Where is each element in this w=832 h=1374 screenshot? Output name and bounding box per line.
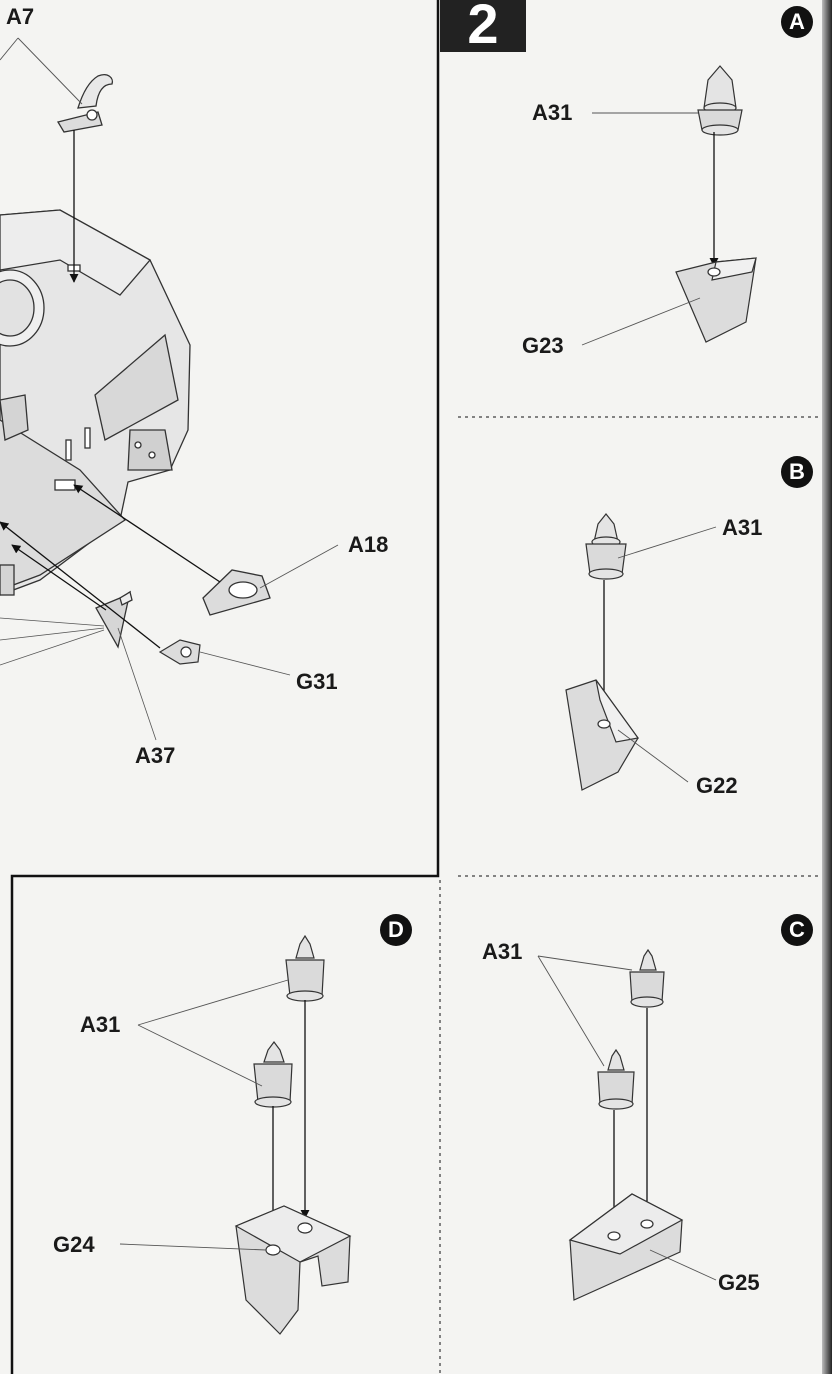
g31-arrow bbox=[0, 521, 161, 649]
g31-leader bbox=[199, 651, 291, 676]
label-a7: A7 bbox=[6, 4, 35, 29]
panel-b-label-a31: A31 bbox=[722, 515, 763, 540]
panel-d-arrows bbox=[268, 1000, 310, 1241]
panel-a-leaders bbox=[581, 112, 701, 346]
panel-a-label-g23: G23 bbox=[522, 333, 564, 358]
panel-c-leaders bbox=[537, 955, 717, 1281]
part-a37 bbox=[95, 590, 133, 649]
panel-c-label-a31: A31 bbox=[482, 939, 523, 964]
panel-d-g24-mount bbox=[234, 1205, 352, 1335]
part-a7 bbox=[56, 74, 114, 133]
panel-a-g23-mount bbox=[675, 257, 757, 343]
step-number-box: 2 bbox=[440, 0, 526, 52]
panel-a-label-a31: A31 bbox=[532, 100, 573, 125]
part-g31 bbox=[158, 639, 201, 665]
panel-borders bbox=[10, 0, 822, 1374]
label-a18: A18 bbox=[348, 532, 389, 557]
a18-arrow bbox=[73, 484, 221, 583]
panel-d-label-g24: G24 bbox=[53, 1232, 95, 1257]
hull-hatch bbox=[0, 264, 91, 596]
label-a37: A37 bbox=[135, 743, 176, 768]
panel-a-badge: A bbox=[781, 6, 813, 38]
panel-d-badge: D bbox=[380, 914, 412, 946]
panel-b-label-g22: G22 bbox=[696, 773, 738, 798]
panel-b-g22-mount bbox=[565, 679, 640, 791]
label-g31: G31 bbox=[296, 669, 338, 694]
hull-body bbox=[0, 209, 191, 596]
panel-c-badge: C bbox=[781, 914, 813, 946]
page-binding-edge bbox=[822, 0, 832, 1374]
panel-b-a31-cap bbox=[585, 513, 627, 580]
a7-leaders bbox=[0, 37, 83, 105]
panel-d-leaders bbox=[119, 979, 289, 1251]
a37-arrow bbox=[11, 544, 107, 611]
panel-b-leaders bbox=[617, 526, 717, 783]
panel-d-a31-caps bbox=[253, 934, 325, 1108]
a37-leaders bbox=[0, 617, 157, 741]
panel-d-label-a31: A31 bbox=[80, 1012, 121, 1037]
panel-c-a31-caps bbox=[597, 948, 665, 1110]
part-a18 bbox=[202, 569, 271, 616]
panel-c-g25-mount bbox=[568, 1193, 684, 1301]
a18-leader bbox=[259, 544, 339, 589]
panel-c-label-g25: G25 bbox=[718, 1270, 760, 1295]
panel-b-badge: B bbox=[781, 456, 813, 488]
panel-a-a31-cap bbox=[697, 65, 743, 136]
